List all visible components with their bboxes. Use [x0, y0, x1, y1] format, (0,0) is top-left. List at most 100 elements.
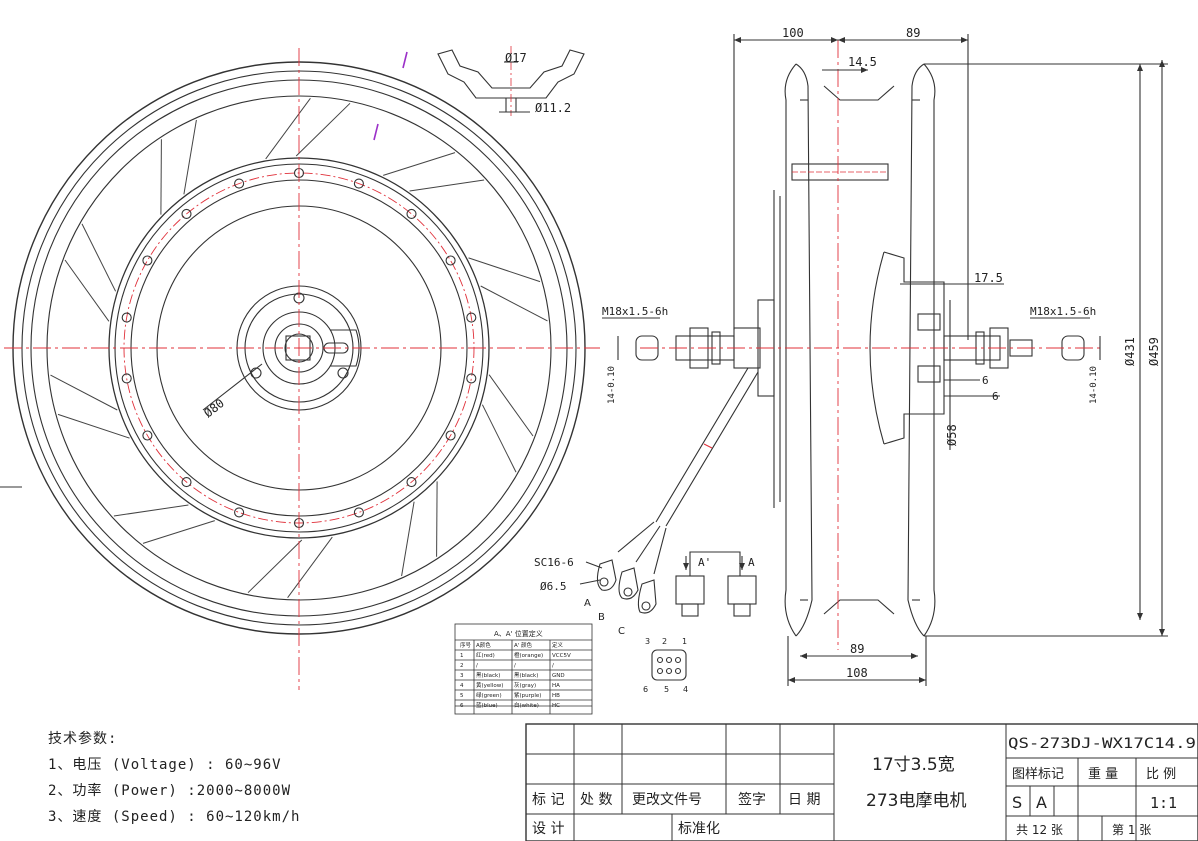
pin-table-cell: 3	[460, 673, 464, 679]
spoke-line	[383, 152, 456, 176]
dim-58: Ø58	[945, 424, 959, 446]
bolt-hole	[466, 373, 477, 384]
dim-431: Ø431	[1123, 337, 1137, 366]
spec-speed: 3、速度 (Speed) : 60~120km/h	[48, 809, 301, 825]
bolt-hole	[406, 477, 417, 488]
header-sample: 图样标记	[1012, 767, 1064, 782]
terminal-label: SC16-6	[534, 556, 574, 569]
pin-table-cell: 灰(gray)	[514, 681, 536, 689]
spoke-line	[295, 102, 351, 157]
bore-dimension: Ø80	[201, 396, 227, 420]
pin-table-cell: GND	[552, 673, 565, 679]
spoke-line	[287, 536, 333, 598]
bolt-hole	[121, 373, 132, 384]
header-scale: 比 例	[1146, 767, 1176, 782]
dim-6b: 6	[992, 390, 999, 403]
bolt-hole	[234, 507, 245, 518]
bolt-hole	[142, 430, 153, 441]
spoke-line	[265, 98, 311, 160]
spoke-line	[480, 285, 548, 322]
header-count: 处 数	[580, 792, 612, 808]
header-standard: 标准化	[678, 821, 720, 837]
scale-value: 1:1	[1150, 794, 1177, 812]
spoke-line	[488, 374, 534, 437]
product-name-line1: 17寸3.5宽	[872, 755, 955, 775]
spoke-line	[247, 539, 303, 594]
spoke-line	[183, 119, 197, 195]
pin-table-cell: /	[552, 663, 554, 669]
pin-table-cell: HC	[552, 703, 560, 709]
sheet-total: 共 12 张	[1016, 823, 1063, 837]
sheet-number: 第 1 张	[1112, 823, 1151, 837]
pin-table	[454, 623, 593, 715]
pin-table-cell: 黑(black)	[476, 672, 500, 679]
specs-heading: 技术参数:	[48, 731, 118, 747]
pin-table-cell: /	[514, 663, 516, 669]
bolt-holes	[121, 167, 477, 529]
tech-specs: 技术参数: 1、电压 (Voltage) : 60~96V 2、功率 (Powe…	[48, 726, 300, 830]
pin-2: 2	[662, 637, 667, 646]
pin-5: 5	[664, 685, 669, 694]
pin-table-cell: 4	[460, 683, 464, 689]
header-design: 设 计	[532, 821, 564, 837]
side-view	[602, 34, 1168, 686]
bolt-hole	[181, 208, 192, 219]
drawing-code: QS-273DJ-WX17C14.9	[1008, 736, 1196, 752]
purple-mark-2	[373, 123, 379, 141]
spoke-line	[401, 501, 415, 577]
pin-table-header: 定义	[552, 641, 564, 649]
pin-table-title: A、A' 位置定义	[494, 629, 543, 638]
spoke-line	[113, 504, 189, 517]
dim-89-top: 89	[906, 26, 920, 40]
phase-a-label: A	[584, 598, 591, 609]
bolt-hole	[466, 312, 477, 323]
spoke-lines	[50, 98, 548, 598]
section-a-label: A	[748, 556, 755, 569]
connector-detail	[579, 551, 757, 681]
bore-leader	[202, 363, 263, 411]
thread-right: M18x1.5-6h	[1030, 305, 1096, 318]
plug-a2	[675, 575, 705, 605]
pin-table-header: A颜色	[476, 641, 491, 649]
pin-table-cell: 红(red)	[476, 651, 495, 659]
terminal-a	[596, 559, 617, 591]
tolerance-left: 14-0.10	[607, 366, 617, 404]
dim-17-5: 17.5	[974, 271, 1003, 285]
pin-table-cell: HA	[552, 683, 560, 689]
spec-voltage: 1、电压 (Voltage) : 60~96V	[48, 757, 282, 773]
front-view	[0, 48, 600, 690]
bolt-hole	[121, 312, 132, 323]
section-a2-label: A'	[698, 556, 711, 569]
pin-3: 3	[645, 637, 650, 646]
terminal-c	[637, 579, 657, 614]
bolt-hole	[234, 178, 245, 189]
cable-split	[617, 521, 667, 575]
phase-c-label: C	[618, 626, 625, 637]
pin-table-cell: 黄(yellow)	[476, 681, 503, 689]
bolt-hole	[142, 255, 153, 266]
bolt-hole	[181, 477, 192, 488]
bolt-hole	[406, 208, 417, 219]
header-docno: 更改文件号	[632, 792, 702, 808]
header-weight: 重 量	[1088, 766, 1118, 782]
dim-89-bottom: 89	[850, 642, 864, 656]
dim-459: Ø459	[1147, 337, 1161, 366]
tire-right-profile	[923, 63, 936, 637]
purple-mark-1	[402, 51, 408, 69]
pin-table-header: A' 颜色	[514, 641, 533, 649]
rim-right-flange	[907, 63, 925, 637]
header-mark: 标 记	[532, 792, 564, 808]
rim-left-flange	[795, 63, 813, 637]
pin-table-cell: VCC5V	[552, 653, 571, 659]
socket-face	[651, 649, 687, 681]
spoke-line	[436, 481, 438, 557]
tire-left-profile	[784, 63, 797, 637]
pin-table-cell: 1	[460, 653, 464, 659]
pin-table-cell: HB	[552, 693, 560, 699]
product-name-line2: 273电摩电机	[866, 791, 966, 811]
bearing-right	[917, 313, 941, 331]
rim-profile	[437, 49, 585, 99]
bolt-hole	[445, 255, 456, 266]
